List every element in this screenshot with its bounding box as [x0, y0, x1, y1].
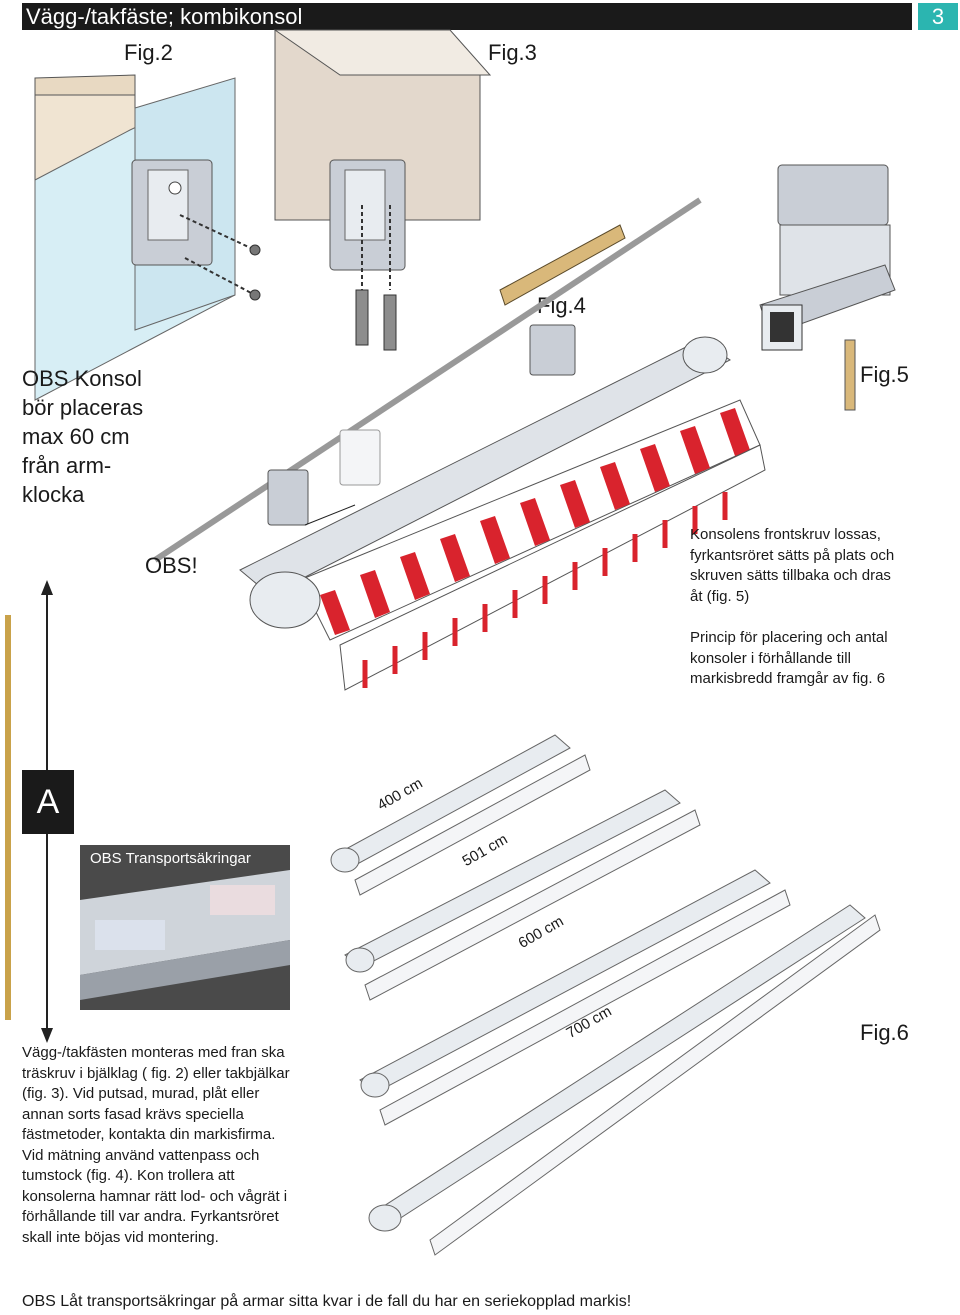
footer-warning: OBS Låt transportsäkringar på armar sitt… — [22, 1293, 632, 1310]
obs-label: OBS! — [145, 553, 198, 578]
fig3-illustration — [273, 29, 492, 351]
obs-konsol-note: OBS Konsol bör placeras max 60 cm från a… — [22, 366, 144, 507]
page-number: 3 — [918, 3, 958, 30]
page-header: Vägg-/takfäste; kombikonsol — [22, 3, 912, 30]
mounting-instruction: Vägg-/takfästen monteras med fran ska tr… — [22, 1044, 290, 1246]
dimension-a-label: A — [22, 770, 74, 834]
fig4-illustration — [153, 197, 702, 563]
fig5-label: Fig.5 — [860, 362, 909, 387]
transport-photo — [80, 845, 290, 1010]
fig6-label: Fig.6 — [860, 1020, 909, 1045]
principle-instruction: Princip för placering och antal konsoler… — [690, 629, 888, 687]
fig5-instruction: Konsolens frontskruv lossas, fyrkantsrör… — [690, 526, 895, 605]
awning-illustration — [239, 336, 766, 691]
fig5-illustration — [759, 164, 896, 411]
fig6-illustration — [330, 734, 881, 1256]
transport-label: OBS Transportsäkringar — [90, 850, 251, 867]
fig3-label: Fig.3 — [488, 40, 537, 65]
fig2-illustration — [34, 74, 261, 401]
fig2-label: Fig.2 — [124, 40, 173, 65]
